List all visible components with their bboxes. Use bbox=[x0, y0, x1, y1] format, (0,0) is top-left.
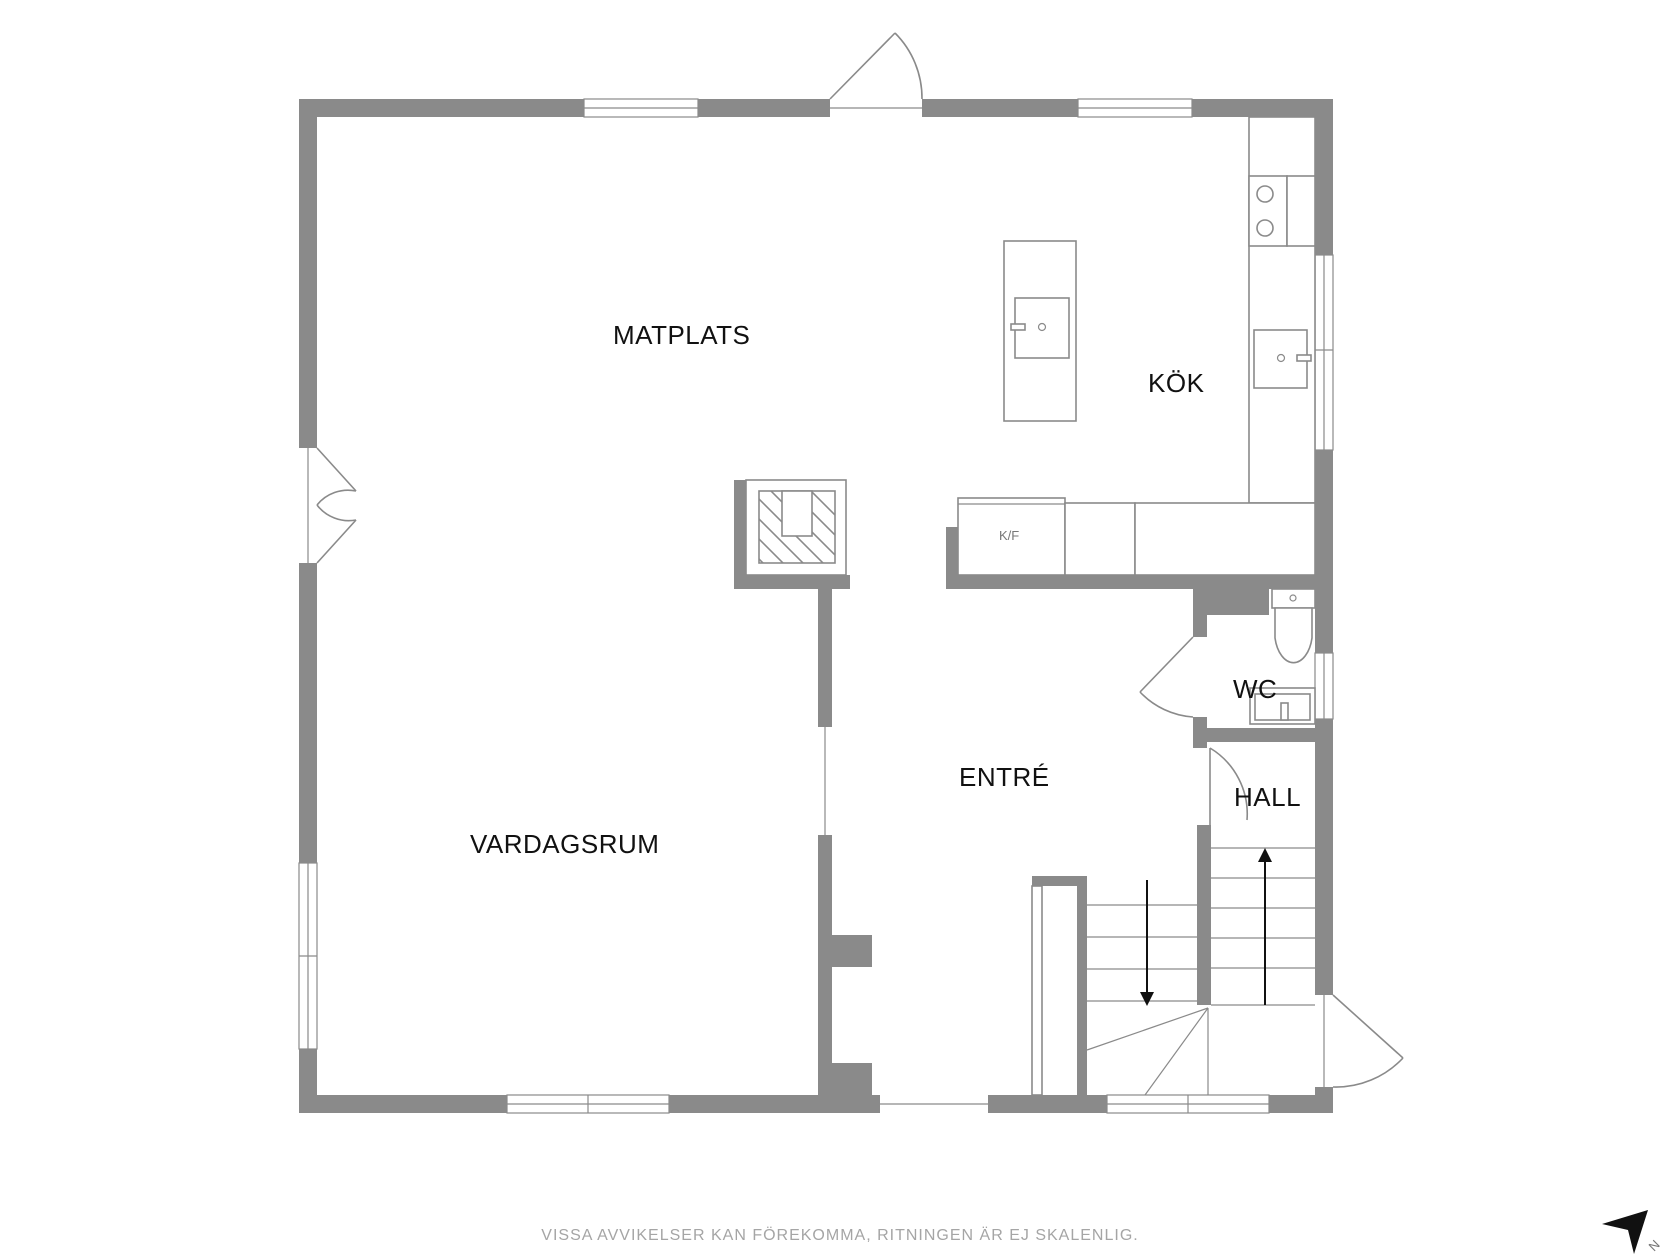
compass-north-label: N bbox=[1646, 1237, 1663, 1254]
fireplace-icon bbox=[734, 479, 850, 589]
windows bbox=[298, 98, 1334, 1114]
toilet-tank bbox=[1271, 588, 1316, 609]
disclaimer-text: VISSA AVVIKELSER KAN FÖREKOMMA, RITNINGE… bbox=[541, 1226, 1138, 1244]
kitchen-sink bbox=[1253, 329, 1308, 389]
stove-icon bbox=[1248, 175, 1288, 247]
room-label-wc: WC bbox=[1233, 674, 1277, 704]
room-label-vardagsrum: VARDAGSRUM bbox=[470, 829, 659, 859]
toilet-icon bbox=[1274, 607, 1313, 664]
wc-fixtures bbox=[1249, 588, 1316, 725]
kitchen-fixtures: K/F bbox=[946, 175, 1316, 589]
door-swings bbox=[316, 32, 1404, 1088]
stairs bbox=[1086, 847, 1315, 1096]
fridge-freezer-label: K/F bbox=[999, 528, 1019, 543]
compass-icon: N bbox=[1602, 1210, 1663, 1254]
room-label-matplats: MATPLATS bbox=[613, 320, 750, 350]
room-labels: MATPLATS KÖK VARDAGSRUM ENTRÉ WC HALL bbox=[470, 320, 1301, 859]
outer-walls bbox=[299, 99, 1333, 1113]
room-label-kok: KÖK bbox=[1148, 368, 1205, 398]
room-label-entre: ENTRÉ bbox=[959, 762, 1050, 792]
room-label-hall: HALL bbox=[1234, 782, 1301, 812]
